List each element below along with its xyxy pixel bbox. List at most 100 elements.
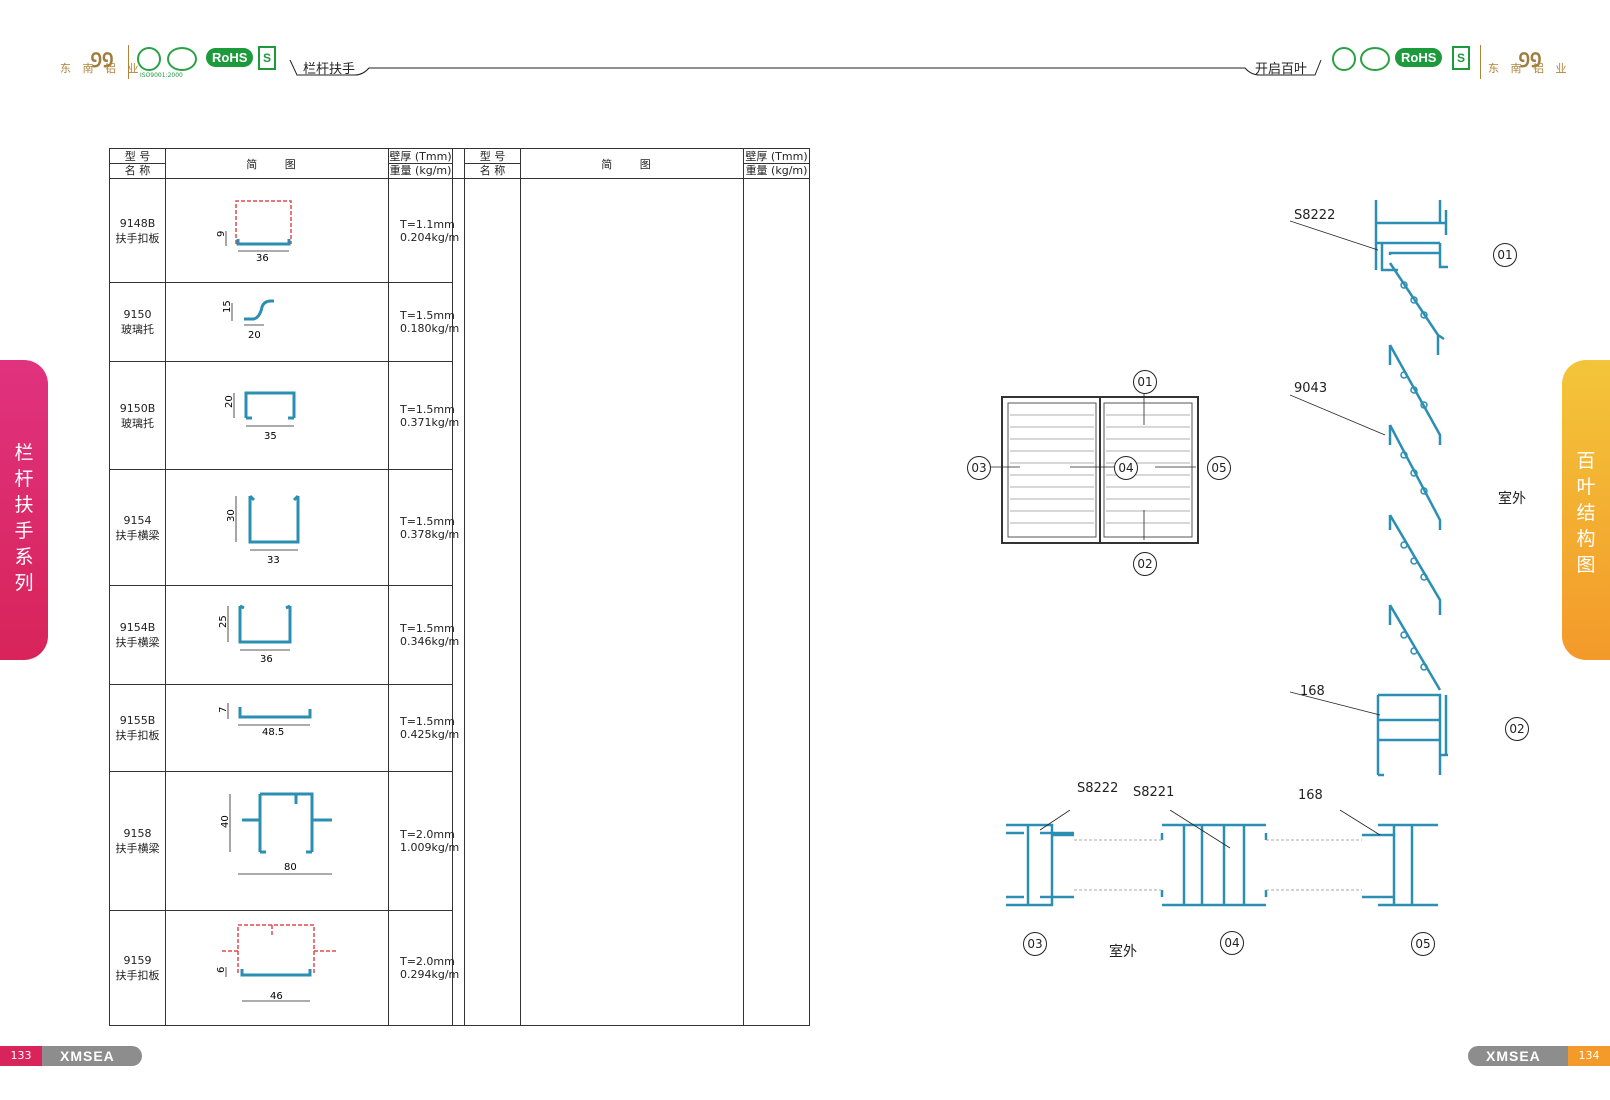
weight: 0.346kg/m [400, 635, 460, 648]
header-spec-2: 壁厚 (Tmm)重量 (kg/m) [743, 148, 810, 179]
model-number: 9155B [119, 714, 156, 727]
header-model-bottom-2: 名 称 [465, 163, 520, 177]
header-diagram: 简 图 [165, 148, 389, 179]
label-168-bottom: 168 [1298, 788, 1323, 803]
left-footer: 133 XMSEA [0, 1046, 142, 1066]
left-footer-brand: XMSEA [42, 1046, 142, 1066]
dim-height: 9 [216, 231, 227, 237]
dim-width: 35 [264, 431, 277, 442]
left-tab-char: 手 [14, 520, 34, 542]
callout-elev-04: 04 [1114, 456, 1138, 480]
weight: 1.009kg/m [400, 841, 460, 854]
profile-9154-drawing: 30 33 [226, 494, 300, 566]
label-s8222-top: S8222 [1294, 208, 1336, 223]
header-model-top: 型 号 [124, 150, 151, 163]
left-tab-char: 扶 [14, 494, 34, 516]
weight: 0.180kg/m [400, 322, 460, 335]
callout-elev-05: 05 [1207, 456, 1231, 480]
left-page-number: 133 [0, 1046, 42, 1066]
weight: 0.204kg/m [400, 230, 460, 244]
profile-spec-table: 型 号名 称 简 图 壁厚 (Tmm)重量 (kg/m) 型 号名 称 简 图 … [109, 148, 810, 1026]
thickness: T=1.5mm [400, 514, 455, 528]
right-page-number: 134 [1568, 1046, 1610, 1066]
thickness: T=1.5mm [400, 622, 455, 635]
header-diagram-2: 简 图 [520, 148, 744, 179]
callout-02-right: 02 [1505, 717, 1529, 741]
model-name: 扶手横梁 [115, 528, 160, 542]
model-number: 9150 [123, 308, 152, 321]
profile-9150-drawing: 15 20 [222, 299, 274, 341]
header-model-bottom: 名 称 [110, 163, 165, 177]
header-rule [289, 59, 1322, 76]
left-logo-subtitle: 东 南 铝 业 [60, 62, 143, 75]
right-tab-char: 构 [1576, 528, 1596, 550]
right-side-tab: 百 叶 结 构 图 [1562, 360, 1610, 660]
header-spec-top: 壁厚 (Tmm) [389, 150, 452, 163]
dim-height: 25 [218, 615, 229, 628]
model-number: 9154 [123, 513, 152, 527]
dim-width: 36 [260, 654, 273, 665]
right-logo-subtitle: 东 南 铝 业 [1488, 62, 1571, 75]
label-168-right: 168 [1300, 684, 1325, 699]
right-iso-cert-icon [1332, 47, 1356, 71]
right-footer-brand: XMSEA [1468, 1046, 1568, 1066]
left-tab-char: 栏 [14, 442, 34, 464]
empty-spec-col [743, 178, 810, 1026]
model-number: 9159 [123, 954, 152, 967]
right-cab-cert-icon [1360, 47, 1390, 71]
thickness: T=1.5mm [400, 715, 455, 728]
empty-diagram-col [520, 178, 744, 1026]
left-tab-char: 杆 [14, 468, 34, 490]
dim-width: 80 [284, 862, 297, 873]
header-spec: 壁厚 (Tmm)重量 (kg/m) [388, 148, 453, 179]
callout-sec-03: 03 [1023, 932, 1047, 956]
cab-cert-icon [167, 47, 197, 71]
profile-diagram: 30 33 [165, 469, 389, 586]
model-name: 玻璃托 [121, 416, 154, 430]
louver-slats [1010, 414, 1190, 524]
right-company-logo-icon: ᠑᠑ [1518, 48, 1545, 72]
elevation-leader-lines [990, 392, 1196, 540]
dim-width: 36 [256, 253, 269, 264]
dim-height: 6 [216, 967, 227, 973]
thickness: T=2.0mm [400, 955, 455, 968]
dim-width: 46 [270, 991, 283, 1002]
quality-mark-icon: S [258, 46, 276, 70]
profile-9150b-drawing: 20 35 [224, 391, 296, 442]
dim-height: 30 [226, 509, 237, 522]
dim-height: 15 [222, 300, 233, 313]
thickness: T=1.5mm [400, 309, 455, 322]
right-brand-logo: ᠑᠑ 东 南 铝 业 [1488, 38, 1571, 76]
model-name: 扶手横梁 [115, 636, 160, 649]
dim-height: 20 [224, 395, 235, 408]
profile-9154b-drawing: 25 36 [218, 604, 292, 665]
left-divider-line [128, 45, 129, 79]
weight: 0.371kg/m [400, 415, 460, 429]
weight: 0.378kg/m [400, 527, 460, 541]
thickness: T=1.5mm [400, 402, 455, 416]
weight: 0.294kg/m [400, 968, 460, 981]
profile-diagram: 20 35 [165, 361, 389, 470]
left-side-tab: 栏 杆 扶 手 系 列 [0, 360, 48, 660]
dim-height: 40 [220, 815, 231, 828]
company-logo-icon: ᠑᠑ [90, 48, 117, 72]
header-spec-bottom: 重量 (kg/m) [389, 163, 452, 177]
label-s8221: S8221 [1133, 785, 1175, 800]
louver-elevation [1001, 396, 1199, 544]
thickness: T=2.0mm [400, 828, 455, 841]
header-spec-bottom-2: 重量 (kg/m) [744, 163, 809, 177]
callout-elev-03: 03 [967, 456, 991, 480]
empty-model-col [464, 178, 521, 1026]
header-model-2: 型 号名 称 [464, 148, 521, 179]
